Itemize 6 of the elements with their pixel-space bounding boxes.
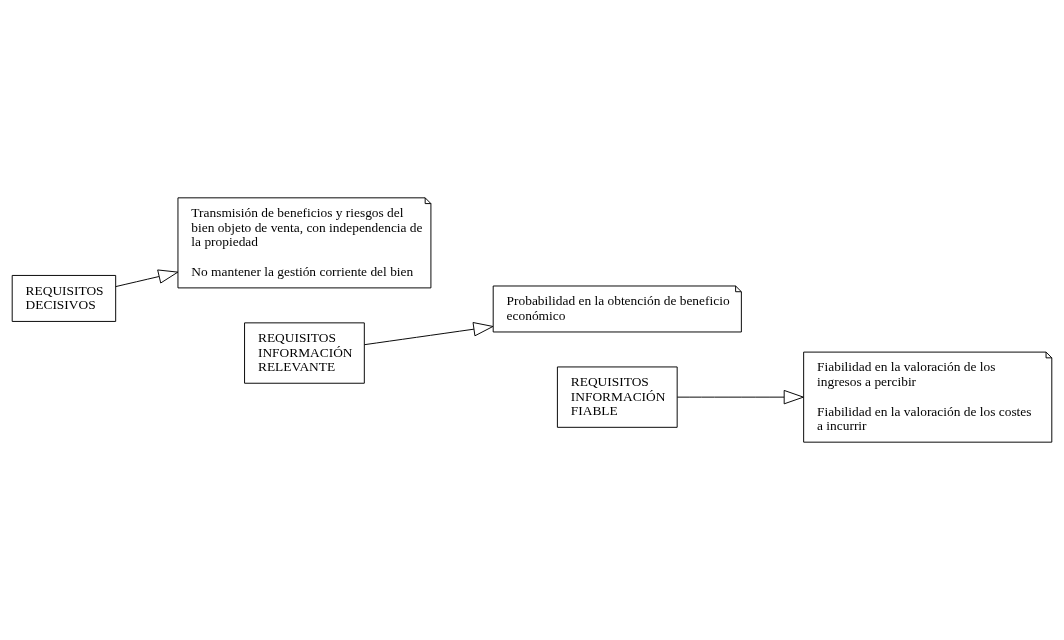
- node-box: REQUISITOS DECISIVOS: [11, 274, 117, 322]
- arrow: [364, 322, 494, 346]
- node-box: REQUISITOS INFORMACIÓN FIABLE: [556, 366, 678, 428]
- node-box: REQUISITOS INFORMACIÓN RELEVANTE: [244, 322, 365, 384]
- arrow: [115, 269, 179, 288]
- arrow: [676, 389, 804, 405]
